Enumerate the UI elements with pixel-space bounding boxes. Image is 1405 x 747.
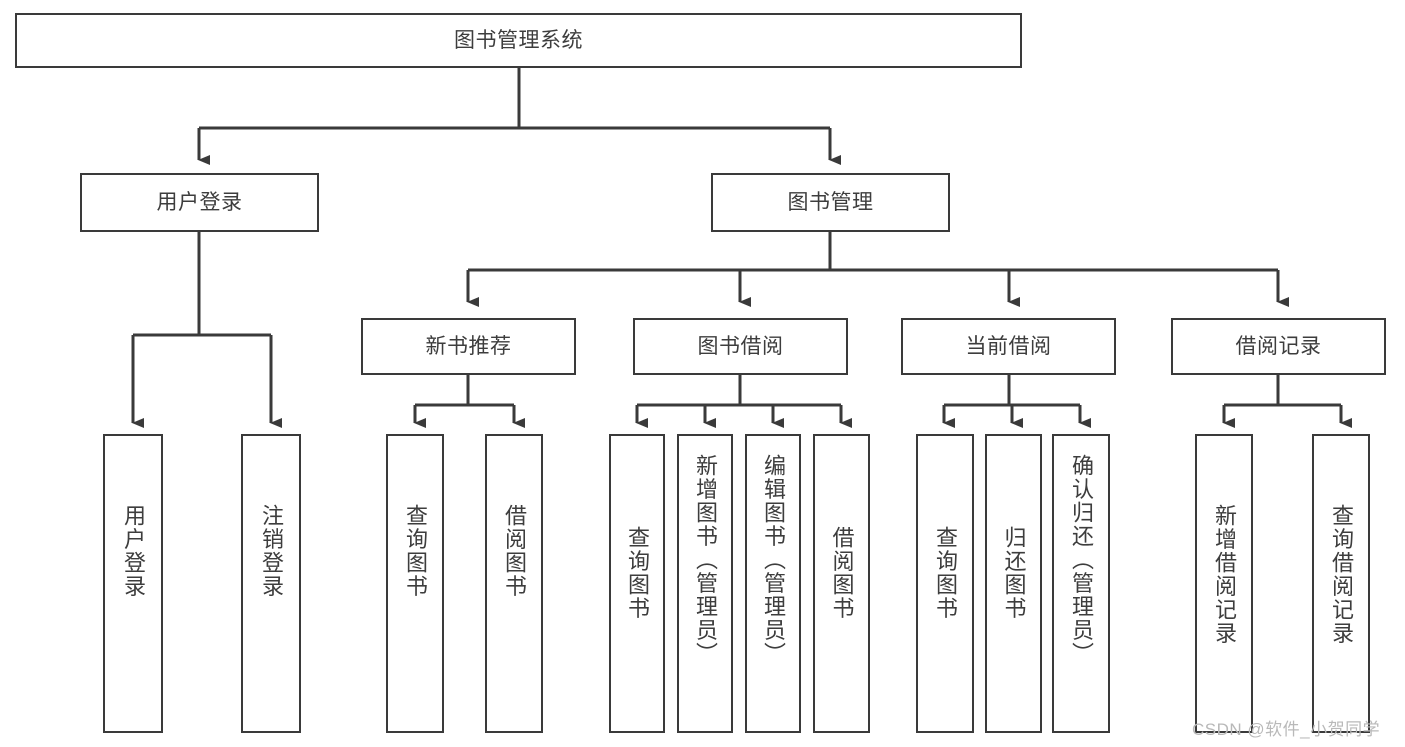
node-user-login[interactable]: 用户登录 <box>80 173 319 232</box>
leaf-query-book-borrow[interactable]: 查询图书 <box>609 434 665 733</box>
node-book-management-label: 图书管理 <box>787 191 874 214</box>
leaf-query-book-newbook-label: 查询图书 <box>402 504 428 598</box>
leaf-query-book-current[interactable]: 查询图书 <box>916 434 974 733</box>
leaf-query-book-borrow-label: 查询图书 <box>624 526 650 620</box>
leaf-borrow-book-borrow-label: 借阅图书 <box>829 526 855 620</box>
node-new-book-recommend[interactable]: 新书推荐 <box>361 318 576 375</box>
leaf-confirm-return-admin-label: 确认归还（管理员） <box>1068 454 1094 666</box>
leaf-return-book-label: 归还图书 <box>1001 526 1027 620</box>
node-new-book-recommend-label: 新书推荐 <box>425 335 512 358</box>
node-book-borrow-label: 图书借阅 <box>697 335 784 358</box>
leaf-edit-book-admin-label: 编辑图书（管理员） <box>760 454 786 666</box>
leaf-query-book-newbook[interactable]: 查询图书 <box>386 434 444 733</box>
leaf-add-book-admin[interactable]: 新增图书（管理员） <box>677 434 733 733</box>
node-borrow-records-label: 借阅记录 <box>1235 335 1322 358</box>
leaf-add-borrow-record[interactable]: 新增借阅记录 <box>1195 434 1253 733</box>
leaf-return-book[interactable]: 归还图书 <box>985 434 1042 733</box>
leaf-query-book-current-label: 查询图书 <box>932 526 958 620</box>
node-borrow-records[interactable]: 借阅记录 <box>1171 318 1386 375</box>
leaf-query-borrow-record-label: 查询借阅记录 <box>1328 504 1354 645</box>
node-book-management[interactable]: 图书管理 <box>711 173 950 232</box>
leaf-borrow-book-newbook-label: 借阅图书 <box>501 504 527 598</box>
node-user-login-label: 用户登录 <box>156 191 243 214</box>
node-current-borrow[interactable]: 当前借阅 <box>901 318 1116 375</box>
leaf-user-login-label: 用户登录 <box>120 504 146 598</box>
node-current-borrow-label: 当前借阅 <box>965 335 1052 358</box>
node-root[interactable]: 图书管理系统 <box>15 13 1022 68</box>
node-root-label: 图书管理系统 <box>454 29 583 52</box>
leaf-add-book-admin-label: 新增图书（管理员） <box>692 454 718 666</box>
leaf-add-borrow-record-label: 新增借阅记录 <box>1211 504 1237 645</box>
leaf-borrow-book-newbook[interactable]: 借阅图书 <box>485 434 543 733</box>
node-book-borrow[interactable]: 图书借阅 <box>633 318 848 375</box>
leaf-logout-label: 注销登录 <box>258 504 284 598</box>
leaf-confirm-return-admin[interactable]: 确认归还（管理员） <box>1052 434 1110 733</box>
leaf-edit-book-admin[interactable]: 编辑图书（管理员） <box>745 434 801 733</box>
leaf-query-borrow-record[interactable]: 查询借阅记录 <box>1312 434 1370 733</box>
leaf-logout[interactable]: 注销登录 <box>241 434 301 733</box>
leaf-user-login[interactable]: 用户登录 <box>103 434 163 733</box>
leaf-borrow-book-borrow[interactable]: 借阅图书 <box>813 434 870 733</box>
